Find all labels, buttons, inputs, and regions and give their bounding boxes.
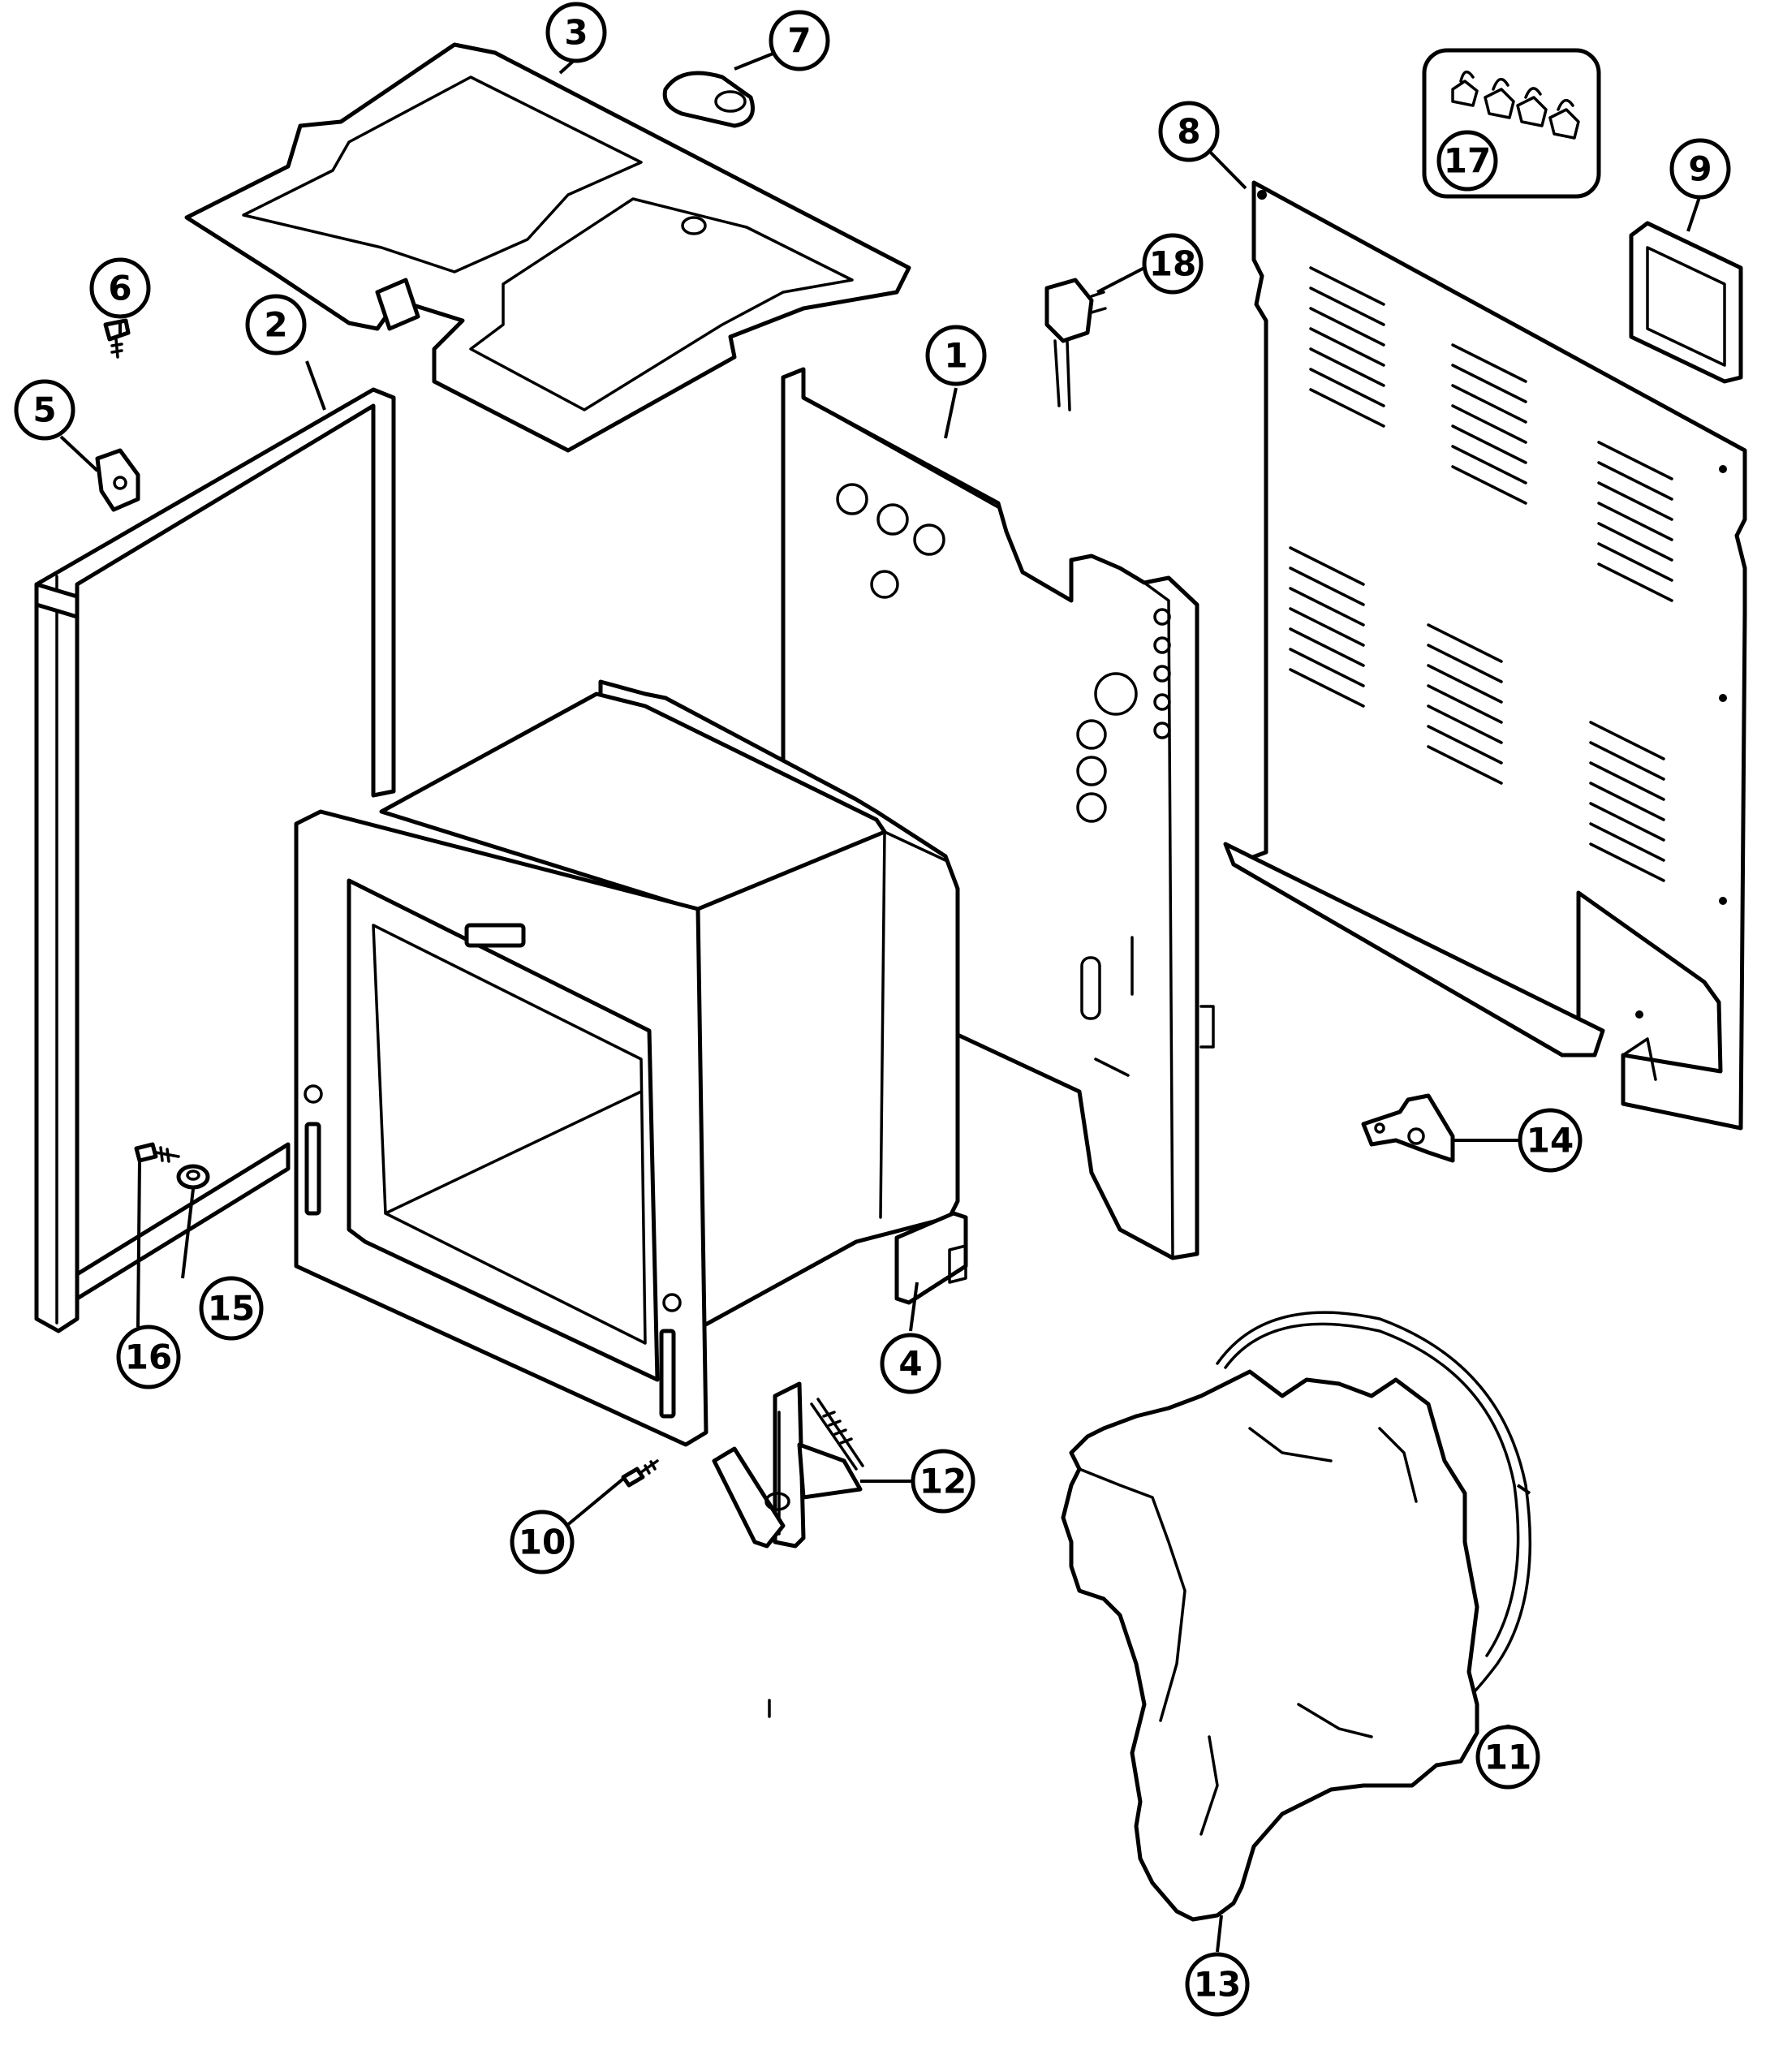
part-screw-16 — [134, 1142, 180, 1163]
part-hinge-12 — [712, 1381, 864, 1549]
callout-1: 1 — [925, 325, 987, 386]
part-frame — [34, 387, 396, 1333]
callout-15: 15 — [199, 1276, 264, 1341]
callout-17: 17 — [1436, 130, 1498, 192]
part-bracket-9 — [1629, 221, 1743, 384]
callout-3: 3 — [545, 2, 607, 63]
callout-10-label: 10 — [519, 1523, 566, 1562]
callout-9-label: 9 — [1688, 149, 1712, 189]
part-clip-5 — [95, 448, 140, 512]
callout-2: 2 — [245, 294, 307, 355]
part-insulation-13 — [1061, 1369, 1479, 1922]
callout-8: 8 — [1158, 101, 1220, 162]
callout-6: 6 — [89, 257, 151, 319]
callout-8-label: 8 — [1177, 112, 1200, 152]
callout-4-label: 4 — [898, 1344, 922, 1384]
callout-5: 5 — [14, 379, 75, 441]
callout-10: 10 — [510, 1510, 575, 1574]
louver-group-3 — [1597, 441, 1673, 602]
callout-17-label: 17 — [1444, 141, 1491, 181]
callout-7: 7 — [769, 10, 830, 71]
callout-16: 16 — [116, 1325, 181, 1389]
part-bracket-4 — [894, 1211, 968, 1305]
callout-6-label: 6 — [108, 269, 131, 308]
callout-16-label: 16 — [125, 1338, 172, 1377]
callout-14-label: 14 — [1527, 1121, 1574, 1161]
part-screw-6 — [103, 318, 131, 359]
callout-14: 14 — [1518, 1108, 1583, 1173]
callout-2-label: 2 — [264, 305, 287, 345]
callout-13: 13 — [1185, 1952, 1250, 2017]
louver-group-5 — [1427, 623, 1503, 785]
callout-7-label: 7 — [787, 21, 811, 61]
callout-11: 11 — [1475, 1725, 1540, 1790]
louver-group-4 — [1289, 546, 1365, 708]
callout-13-label: 13 — [1194, 1965, 1241, 2005]
part-top-panel — [184, 42, 911, 453]
callout-18: 18 — [1142, 233, 1204, 295]
callout-15-label: 15 — [208, 1289, 255, 1329]
louver-group-1 — [1309, 266, 1385, 428]
callout-9: 9 — [1669, 138, 1731, 200]
part-back-panel — [1223, 180, 1747, 1131]
part-spacer-15 — [176, 1164, 210, 1190]
callout-12: 12 — [911, 1449, 975, 1514]
callout-11-label: 11 — [1484, 1738, 1531, 1777]
part-gasket-11 — [1216, 1311, 1532, 1714]
callout-12-label: 12 — [919, 1462, 967, 1501]
callout-18-label: 18 — [1149, 244, 1196, 284]
part-oven-box — [294, 679, 960, 1447]
part-plug — [662, 71, 755, 128]
callout-1-label: 1 — [944, 336, 967, 376]
part-screw-10 — [621, 1459, 659, 1488]
callout-5-label: 5 — [32, 390, 56, 430]
louver-group-2 — [1451, 343, 1527, 505]
part-connector — [1044, 278, 1107, 411]
louver-group-6 — [1589, 721, 1665, 882]
part-bracket-14 — [1361, 1093, 1455, 1163]
callout-3-label: 3 — [564, 13, 588, 53]
callout-4: 4 — [880, 1333, 941, 1394]
